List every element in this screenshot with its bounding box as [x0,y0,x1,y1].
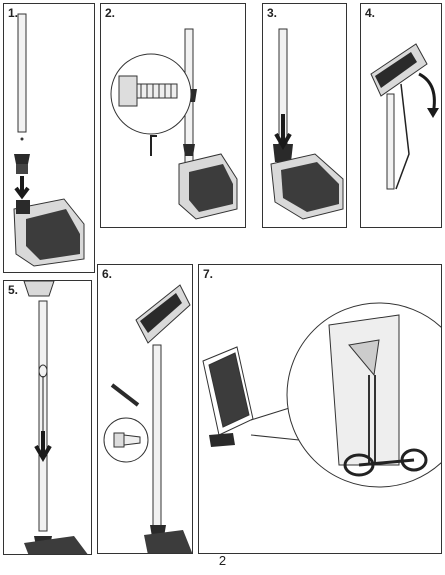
step-7-panel: 7. [198,264,442,554]
step-4-panel: 4. [360,3,442,228]
step-5-illustration [4,281,92,555]
step-2-illustration [101,4,246,228]
step-3-panel: 3. [262,3,347,228]
step-7-illustration [199,265,442,554]
step-4-illustration [361,4,442,228]
step-3-illustration [263,4,347,228]
step-6-illustration [98,265,193,554]
step-5-panel: 5. [3,280,92,555]
page-number: 2 [0,553,445,568]
step-1-illustration [4,4,95,273]
step-6-panel: 6. [97,264,193,554]
step-2-panel: 2. [100,3,246,228]
step-1-panel: 1. [3,3,95,273]
